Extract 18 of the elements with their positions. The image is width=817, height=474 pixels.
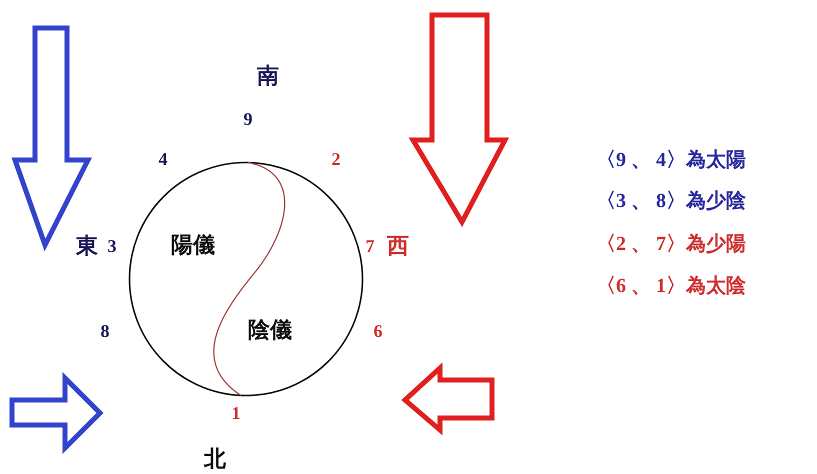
note-text: 〈6 、 1〉為太陰 bbox=[596, 276, 746, 296]
region-label: 陽儀 bbox=[171, 234, 215, 256]
number-label: 2 bbox=[332, 150, 340, 168]
note-text: 〈2 、 7〉為少陽 bbox=[596, 234, 746, 254]
direction-label: 東 bbox=[76, 235, 98, 257]
number-label: 3 bbox=[108, 237, 116, 255]
number-label: 9 bbox=[244, 110, 252, 128]
direction-label: 北 bbox=[204, 448, 226, 470]
number-label: 1 bbox=[232, 404, 240, 422]
region-label: 陰儀 bbox=[248, 319, 292, 341]
number-label: 7 bbox=[366, 237, 374, 255]
direction-label: 西 bbox=[387, 235, 409, 257]
note-text: 〈3 、 8〉為少陰 bbox=[596, 191, 746, 211]
direction-label: 南 bbox=[257, 65, 279, 87]
number-label: 8 bbox=[100, 322, 110, 340]
number-label: 4 bbox=[158, 150, 168, 168]
note-text: 〈9 、 4〉為太陽 bbox=[596, 150, 746, 170]
number-label: 6 bbox=[374, 322, 382, 340]
